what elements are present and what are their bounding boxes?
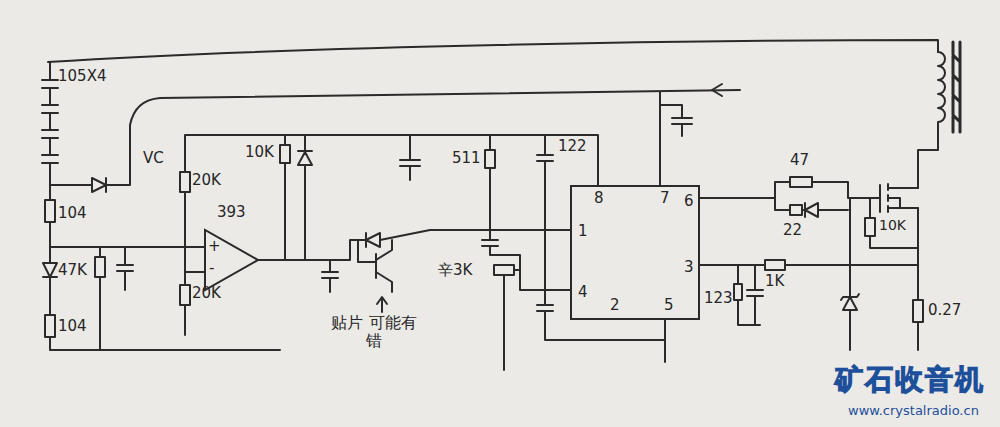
input-sign: + [208,238,221,255]
resistor-symbol [485,150,495,168]
pin-number: 3 [684,259,694,276]
capacitor-symbol [400,135,420,180]
resistor-symbol [765,260,785,270]
value-label: 104 [58,205,87,222]
resistor-symbol [45,315,55,337]
resistor-symbol [180,285,190,305]
capacitor-symbol [734,284,742,300]
pin-number: 6 [684,193,694,210]
watermark-url: www.crystalradio.cn [848,404,979,419]
pin-number: 1 [578,223,588,240]
core-symbol [953,42,960,132]
value-label: 104 [58,318,87,335]
resistor-symbol [280,145,290,163]
diode-symbol [92,178,106,192]
wire [48,40,938,62]
value-label: 22 [783,222,802,239]
wire [850,198,918,350]
value-label: 辛3K [438,262,472,279]
diode-symbol [805,203,818,217]
value-label: 47K [58,262,87,279]
wire [50,222,280,350]
wire [482,135,570,370]
pin-number: 2 [610,297,620,314]
pin-number: 5 [664,297,674,314]
wire [660,92,692,185]
inductor-symbol [918,52,945,188]
resistor-symbol [45,200,55,222]
wire [380,230,570,240]
value-label: 10K [879,217,906,233]
wire [50,90,740,185]
part-number: 393 [217,204,246,221]
opamp-triangle: 393+- [203,226,261,294]
input-sign: - [209,260,214,277]
mosfet-symbol [880,184,918,212]
resistor-symbol [913,300,923,322]
diode-symbol [366,233,380,247]
value-label: 20K [192,172,221,189]
transistor-symbol [358,240,392,292]
resistor-symbol [790,177,812,187]
value-label: 47 [790,152,809,169]
leader-arrow [377,297,387,312]
wire [258,135,366,260]
value-label: 105X4 [58,68,106,85]
opamp-outline [205,230,258,290]
note-text: 贴片 可能有错 [330,314,418,351]
value-label: 1K [765,273,784,290]
wire [917,322,919,350]
capacitor-chain [42,62,58,200]
pin-number: 4 [578,284,588,301]
pin-number: 7 [660,190,670,207]
ic-chip: 8 76 1 3 4 2 5 [570,185,700,320]
diode-symbol [298,151,312,165]
value-label: 123 [704,290,733,307]
resistor-symbol [865,218,875,236]
resistor-symbol [790,205,802,215]
watermark: 矿石收音机 [835,364,985,396]
value-label: 20K [192,285,221,302]
zener-symbol [841,294,859,310]
arrow-mark [712,84,722,96]
value-label: 0.27 [928,302,961,319]
pin-number: 8 [594,190,604,207]
diode-symbol [43,263,57,277]
signal-label: VC [143,150,164,167]
value-label: 10K [245,144,274,161]
wire [700,264,918,266]
resistor-symbol [180,172,190,192]
resistor-symbol [494,265,514,275]
value-label: 122 [558,138,587,155]
capacitor-symbol [322,260,338,292]
value-label: 511 [452,150,481,167]
capacitor-symbol [537,135,665,362]
resistor-symbol [95,257,105,277]
